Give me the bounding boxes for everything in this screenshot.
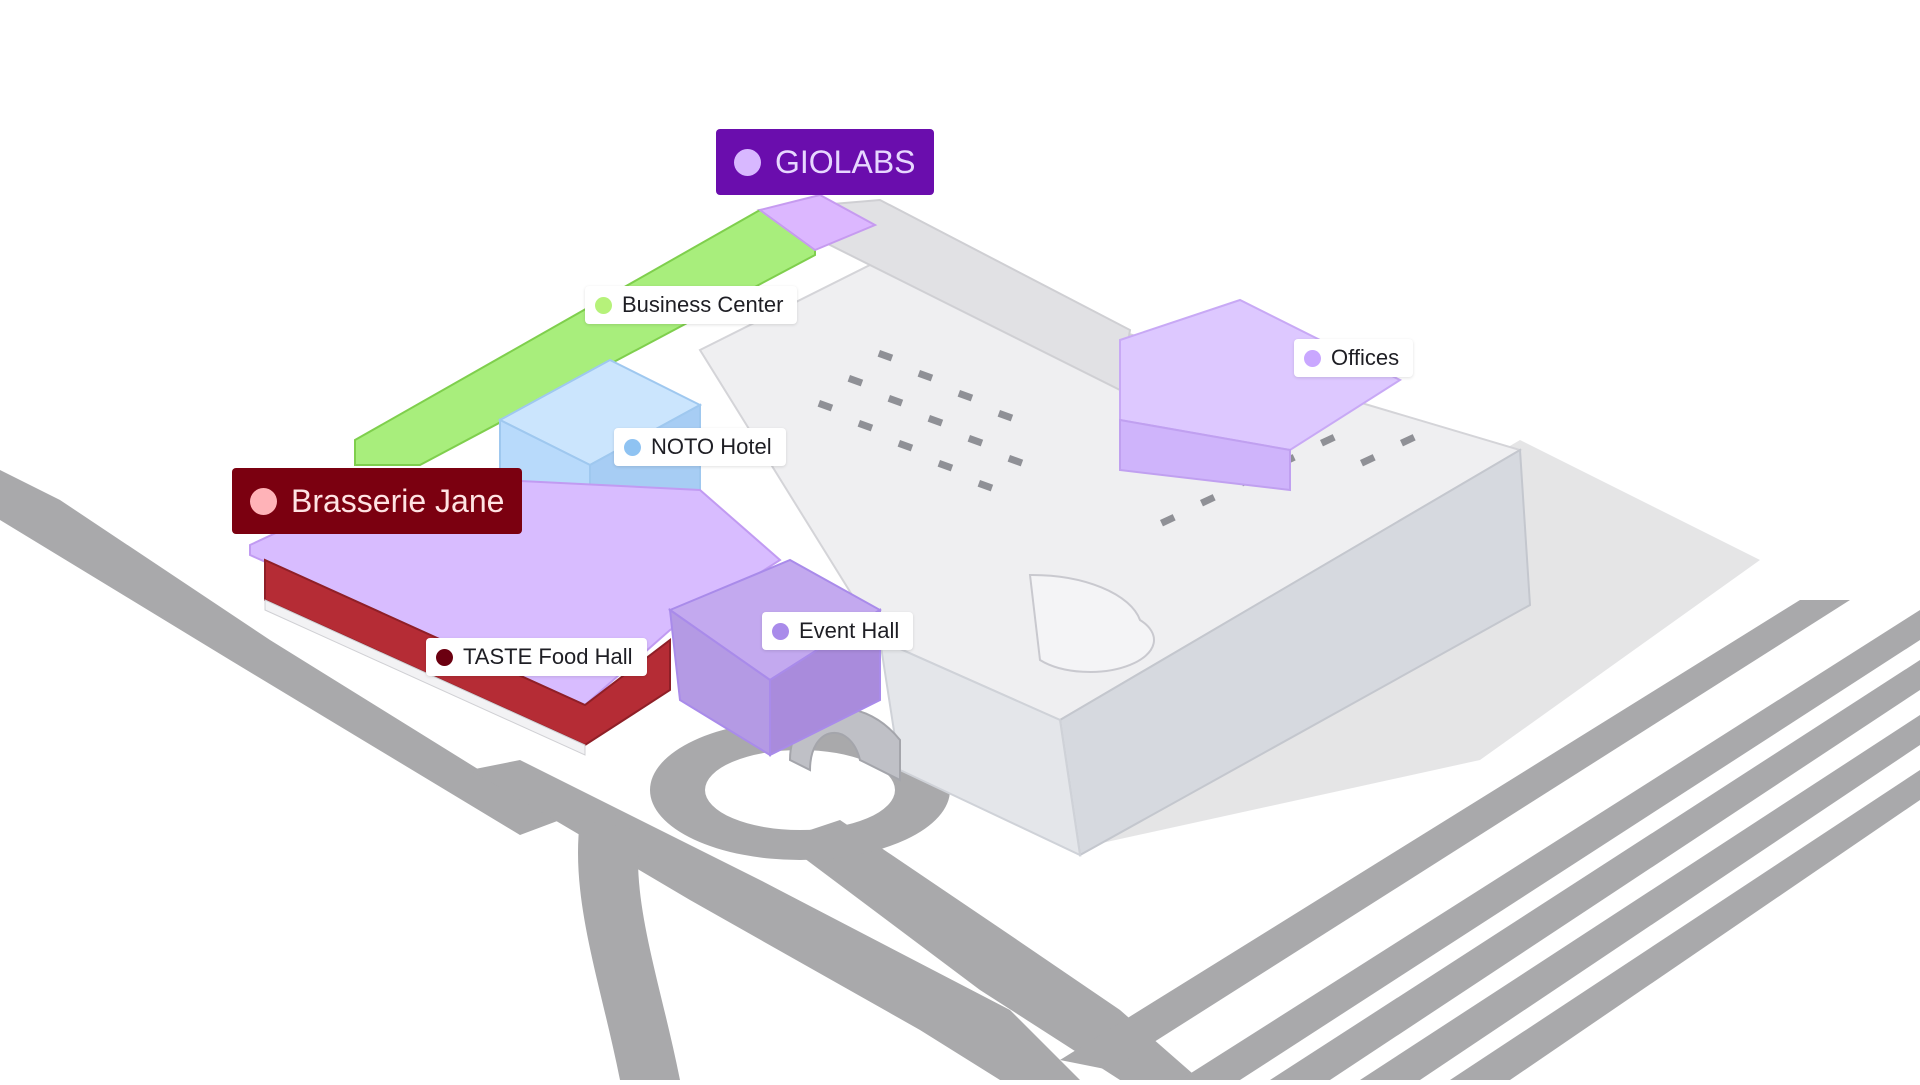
highway-lane-5 xyxy=(1060,600,1850,1070)
road-network xyxy=(0,470,1920,1080)
label-text: Business Center xyxy=(622,292,784,317)
road-front-street xyxy=(780,820,1200,1080)
road-curve-south xyxy=(578,820,680,1080)
highway-lane-4 xyxy=(1450,770,1920,1080)
main-building xyxy=(698,198,1532,857)
dot-icon xyxy=(1304,349,1321,367)
label-offices[interactable]: Offices xyxy=(1294,339,1414,377)
label-event-hall[interactable]: Event Hall xyxy=(762,612,914,650)
highway-lane-1 xyxy=(1180,610,1920,1080)
offices-zone xyxy=(1119,298,1403,492)
rotunda xyxy=(1028,573,1155,674)
label-text: Offices xyxy=(1331,345,1400,370)
label-taste-food-hall[interactable]: TASTE Food Hall xyxy=(426,638,647,676)
dot-icon xyxy=(436,648,453,666)
dot-icon xyxy=(595,296,612,314)
building-front-wall xyxy=(878,638,1082,857)
label-text: Event Hall xyxy=(799,618,900,643)
food-hall-facade-white xyxy=(264,599,586,756)
giolabs-zone xyxy=(757,193,878,252)
label-text: TASTE Food Hall xyxy=(463,644,633,669)
parked-cars xyxy=(817,350,1416,527)
highway-lane-2 xyxy=(1270,660,1920,1080)
dot-icon xyxy=(772,622,789,640)
offices-roof xyxy=(1119,298,1403,452)
dot-icon xyxy=(624,438,641,456)
offices-wall xyxy=(1119,418,1291,492)
label-text: Brasserie Jane xyxy=(291,482,505,519)
label-noto-hotel[interactable]: NOTO Hotel xyxy=(614,428,786,466)
label-text: NOTO Hotel xyxy=(651,434,772,459)
highway-lane-3 xyxy=(1360,715,1920,1080)
label-text: GIOLABS xyxy=(775,143,916,180)
label-brasserie-jane[interactable]: Brasserie Jane xyxy=(232,468,523,534)
dot-icon xyxy=(250,487,277,515)
road-left-diagonal xyxy=(0,470,560,835)
dot-icon xyxy=(734,148,761,176)
label-business-center[interactable]: Business Center xyxy=(585,286,798,324)
label-giolabs[interactable]: GIOLABS xyxy=(716,129,934,195)
